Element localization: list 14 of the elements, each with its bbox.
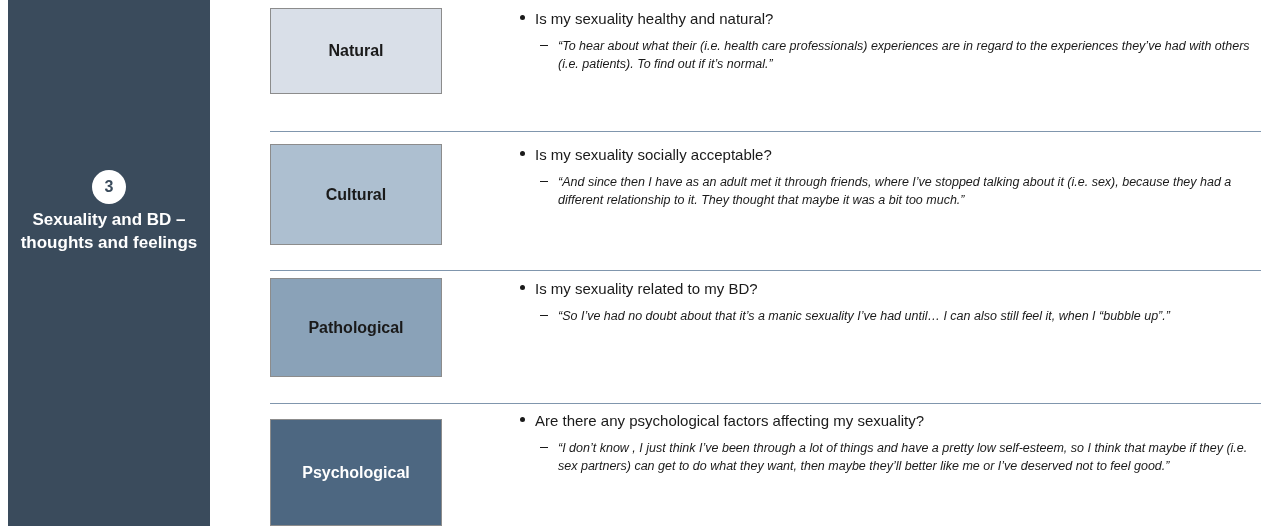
quote-text: “To hear about what their (i.e. health care professionals) experiences are in regard to the experiences they’ve had with others (i.e. patients). To find out if it’s normal.”: [558, 37, 1251, 73]
question-text: Is my sexuality healthy and natural?: [535, 9, 774, 29]
category-box: Psychological: [270, 419, 442, 526]
quote-text: “I don’t know , I just think I’ve been through a lot of things and have a pretty low self-esteem, so I think that maybe if they (i.e. sex partners) can get to do what they want, then maybe they’ll better like me or I’ve deserved not to feel good.”: [558, 439, 1249, 475]
section-title: Sexuality and BD – thoughts and feelings: [19, 209, 199, 254]
section-panel: [8, 0, 210, 526]
category-box: Cultural: [270, 144, 442, 245]
quote-text: “And since then I have as an adult met it through friends, where I’ve stopped talking about it (i.e. sex), because they had a different relationship to it. They thought that maybe it was a bit too much.”: [558, 173, 1233, 209]
quote-text: “So I’ve had no doubt about that it’s a manic sexuality I’ve had until… I can also still feel it, when I “bubble up”.”: [558, 307, 1170, 325]
question-text: Is my sexuality socially acceptable?: [535, 145, 772, 165]
category-box: Pathological: [270, 278, 442, 377]
category-box: Natural: [270, 8, 442, 94]
question-text: Are there any psychological factors affecting my sexuality?: [535, 411, 925, 431]
question-text: Is my sexuality related to my BD?: [535, 279, 758, 299]
